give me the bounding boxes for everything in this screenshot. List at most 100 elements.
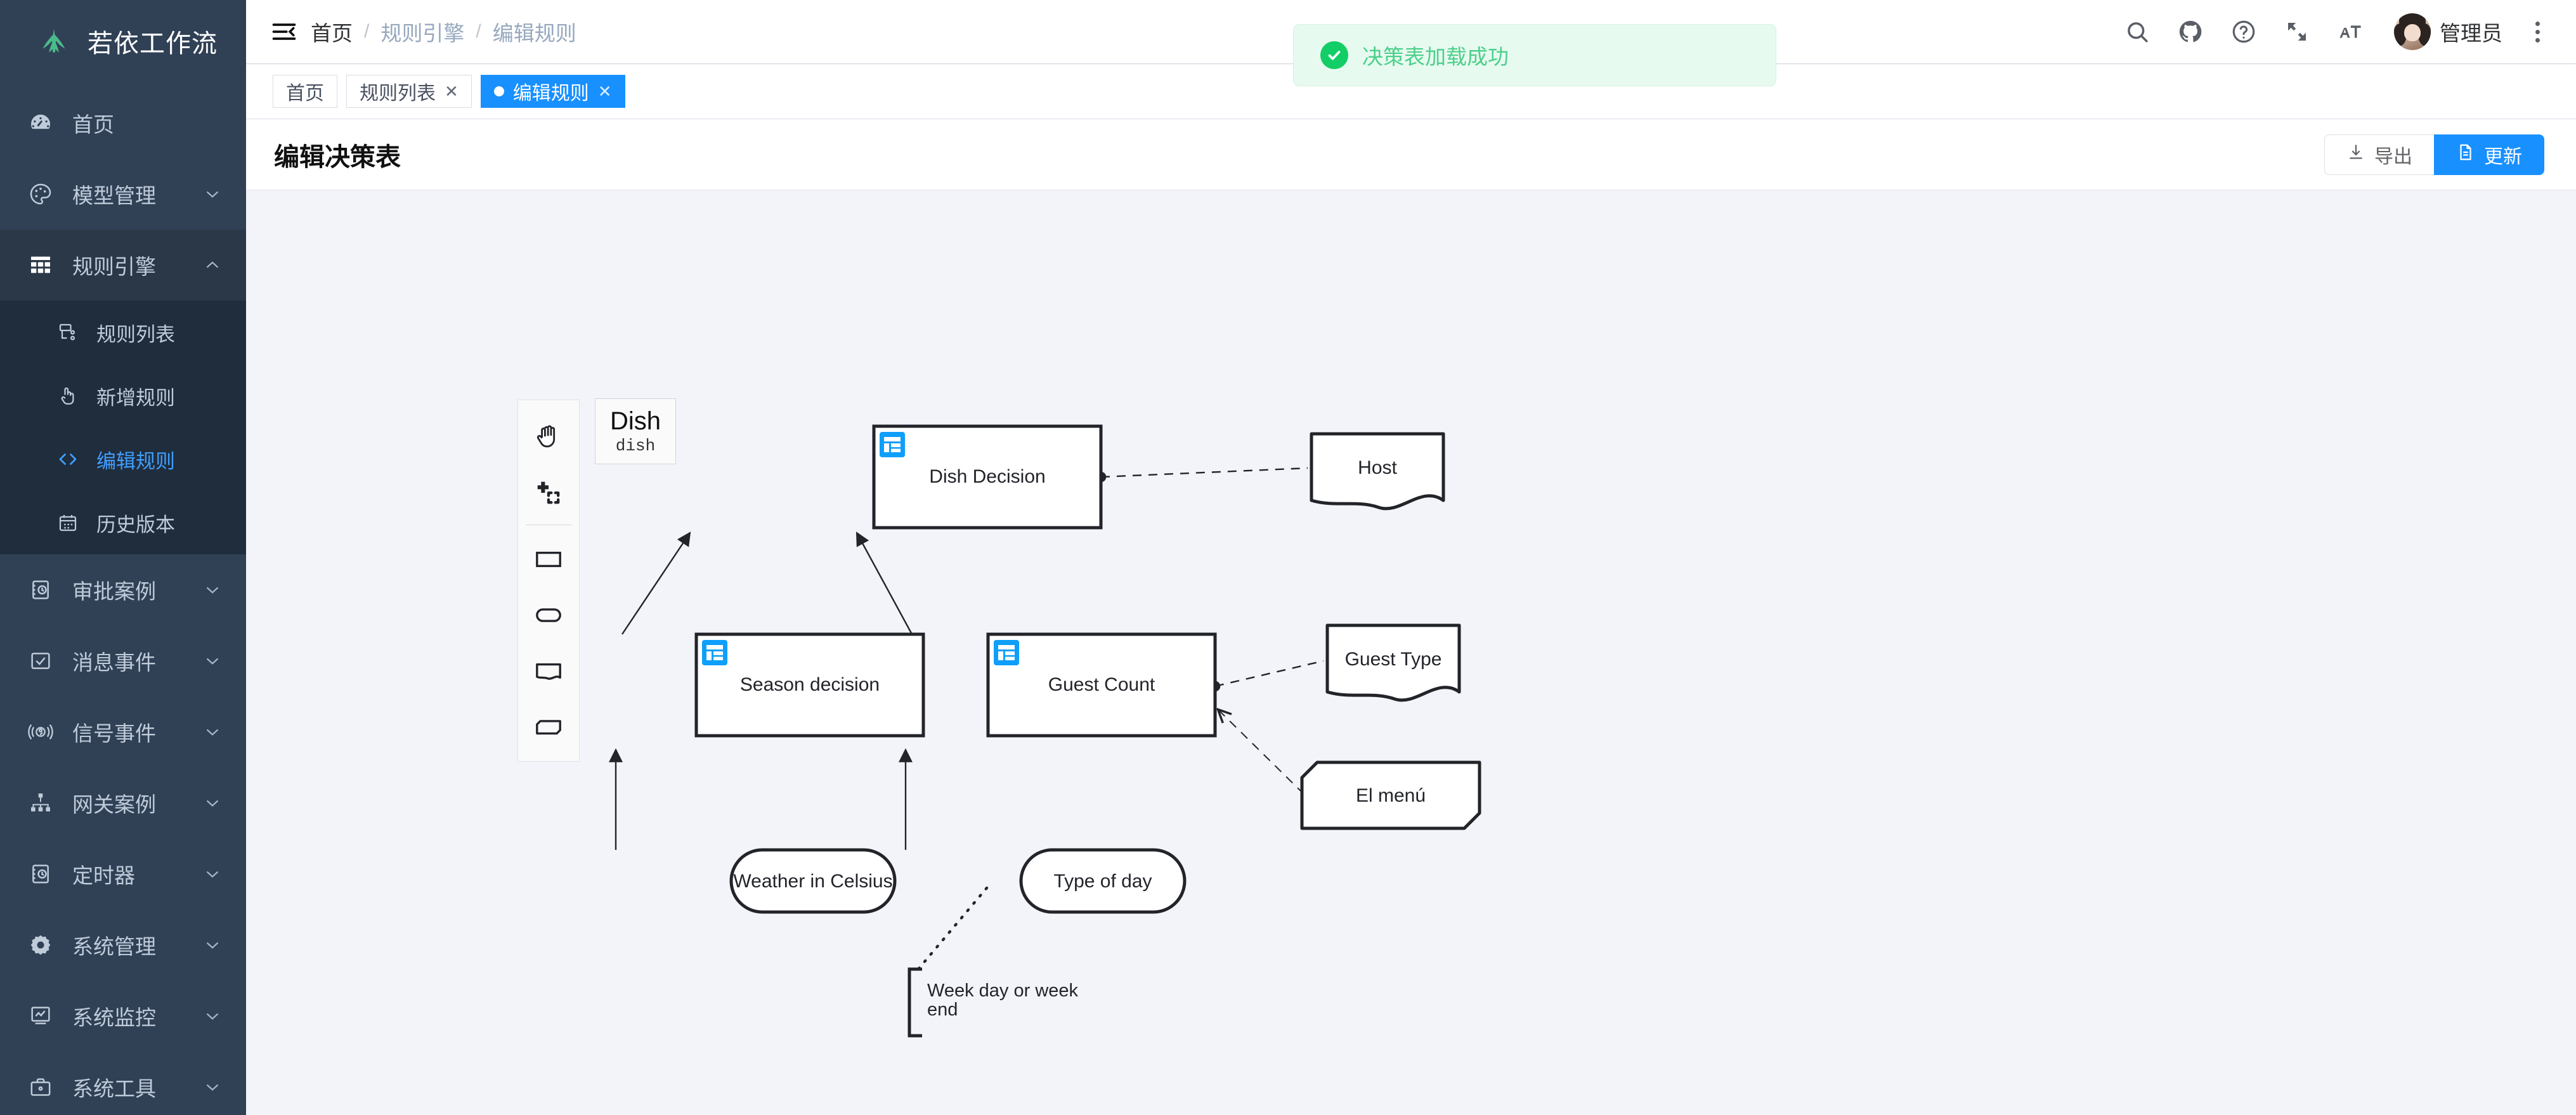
node-label: Dish Decision <box>929 466 1045 487</box>
hand-click-icon <box>55 382 81 409</box>
sidebar-item-gateway-cases[interactable]: 网关案例 <box>0 767 246 838</box>
sidebar-item-label: 定时器 <box>72 864 135 887</box>
page-actions: 导出 更新 <box>2324 134 2544 175</box>
sidebar-menu: 首页 模型管理 <box>0 82 246 1115</box>
node-label: Season decision <box>740 674 880 695</box>
code-icon <box>55 446 81 473</box>
search-icon[interactable] <box>2123 17 2152 46</box>
node-season-decision[interactable]: Season decision <box>694 632 925 738</box>
palette-icon <box>25 179 56 209</box>
node-label: El menú <box>1356 785 1426 806</box>
user-name: 管理员 <box>2440 22 2502 45</box>
sidebar-item-label: 规则引擎 <box>72 255 156 278</box>
tag-edit-rule[interactable]: 编辑规则 ✕ <box>480 75 625 108</box>
node-label: Week day or week <box>927 981 1079 1001</box>
chevron-down-icon <box>202 1076 223 1098</box>
leaf-logo-icon <box>34 22 74 61</box>
clipped-rect-icon[interactable] <box>524 699 573 755</box>
sidebar-item-label: 系统监控 <box>72 1006 156 1029</box>
update-button[interactable]: 更新 <box>2434 134 2544 175</box>
page-header: 编辑决策表 导出 更新 <box>246 119 2576 190</box>
clock-book-icon <box>25 575 56 605</box>
sidebar-item-label: 网关案例 <box>72 793 156 816</box>
breadcrumb-separator: / <box>364 21 370 42</box>
export-button[interactable]: 导出 <box>2324 134 2434 175</box>
chevron-down-icon <box>202 934 223 956</box>
sidebar-item-edit-rule[interactable]: 编辑规则 <box>0 427 246 491</box>
node-type-of-day[interactable]: Type of day <box>1019 848 1187 914</box>
document-icon <box>2456 143 2475 167</box>
font-size-icon[interactable] <box>2336 17 2365 46</box>
edge-season-to-dish[interactable] <box>621 531 691 635</box>
node-week-annotation[interactable]: Week day or week end <box>907 967 1079 1038</box>
tag-home[interactable]: 首页 <box>273 75 337 108</box>
toast-message: 决策表加载成功 <box>1362 45 1509 68</box>
brand[interactable]: 若依工作流 <box>0 0 246 82</box>
node-dish-decision[interactable]: Dish Decision <box>872 424 1103 530</box>
breadcrumb-item-rule-engine[interactable]: 规则引擎 <box>381 22 465 45</box>
main-area: 首页 / 规则引擎 / 编辑规则 <box>246 0 2576 1115</box>
node-el-menu[interactable]: El menú <box>1300 760 1481 830</box>
tag-rule-list[interactable]: 规则列表 ✕ <box>346 75 472 108</box>
sidebar-item-home[interactable]: 首页 <box>0 88 246 159</box>
edge-guestcount-to-guesttype[interactable] <box>1209 660 1324 692</box>
chevron-down-icon <box>202 650 223 672</box>
decision-table-icon <box>702 640 727 665</box>
breadcrumb-item-edit-rule[interactable]: 编辑规则 <box>492 22 576 45</box>
sidebar-item-model-management[interactable]: 模型管理 <box>0 159 246 230</box>
decision-table-icon <box>880 432 905 457</box>
success-toast[interactable]: 决策表加载成功 <box>1293 24 1776 86</box>
chevron-down-icon <box>202 579 223 601</box>
sidebar-item-system-management[interactable]: 系统管理 <box>0 910 246 981</box>
node-guest-count[interactable]: Guest Count <box>986 632 1217 738</box>
dashboard-icon <box>25 108 56 138</box>
sidebar-item-timer[interactable]: 定时器 <box>0 838 246 910</box>
hamburger-icon[interactable] <box>268 15 301 48</box>
sidebar-item-message-events[interactable]: 消息事件 <box>0 625 246 696</box>
wavy-rect-icon[interactable] <box>524 643 573 699</box>
edge-guestcount-to-dish[interactable] <box>855 531 913 635</box>
dmn-canvas[interactable]: Dish Decision Host <box>246 190 2576 1115</box>
sidebar-item-history-version[interactable]: 历史版本 <box>0 491 246 554</box>
edge-dish-to-host[interactable] <box>1095 467 1308 483</box>
sidebar-item-rule-engine[interactable]: 规则引擎 <box>0 230 246 301</box>
node-label-line2: end <box>927 1000 958 1020</box>
success-check-icon <box>1320 41 1348 69</box>
node-weather-in-celsius[interactable]: Weather in Celsius <box>729 848 897 914</box>
sidebar-item-label: 审批案例 <box>72 580 156 603</box>
signal-icon <box>25 717 56 747</box>
breadcrumb-item-home[interactable]: 首页 <box>311 22 353 45</box>
lasso-select-icon[interactable] <box>524 465 573 521</box>
download-icon <box>2346 143 2365 167</box>
rectangle-icon[interactable] <box>524 531 573 587</box>
edge-elmenu-to-guestcount[interactable] <box>1219 710 1304 795</box>
user-menu[interactable]: 管理员 <box>2394 13 2502 50</box>
help-icon[interactable] <box>2229 17 2258 46</box>
close-icon[interactable]: ✕ <box>597 81 612 101</box>
more-vertical-icon[interactable] <box>2527 17 2548 46</box>
close-icon[interactable]: ✕ <box>445 81 459 101</box>
sidebar-item-approval-cases[interactable]: 审批案例 <box>0 554 246 625</box>
sidebar-item-system-tools[interactable]: 系统工具 <box>0 1052 246 1115</box>
edge-typeofday-to-annotation[interactable] <box>916 886 989 971</box>
sidebar-item-rule-list[interactable]: 规则列表 <box>0 301 246 364</box>
more-dot <box>2535 29 2540 34</box>
node-label: Type of day <box>1053 871 1152 892</box>
hand-icon[interactable] <box>524 409 573 465</box>
sidebar-item-label: 模型管理 <box>72 184 156 207</box>
node-host[interactable]: Host <box>1310 432 1445 511</box>
github-icon[interactable] <box>2176 17 2205 46</box>
fullscreen-icon[interactable] <box>2282 17 2312 46</box>
sidebar-item-label: 信号事件 <box>72 722 156 745</box>
sidebar-item-add-rule[interactable]: 新增规则 <box>0 364 246 427</box>
sidebar-item-system-monitor[interactable]: 系统监控 <box>0 981 246 1052</box>
rounded-rect-icon[interactable] <box>524 587 573 643</box>
chevron-down-icon <box>202 863 223 885</box>
drd-definitions-box[interactable]: Dish dish <box>595 398 676 464</box>
breadcrumb: 首页 / 规则引擎 / 编辑规则 <box>311 16 576 47</box>
tag-label: 编辑规则 <box>512 83 589 104</box>
sidebar-item-signal-events[interactable]: 信号事件 <box>0 696 246 767</box>
node-guest-type[interactable]: Guest Type <box>1325 623 1461 702</box>
chevron-down-icon <box>202 1005 223 1027</box>
